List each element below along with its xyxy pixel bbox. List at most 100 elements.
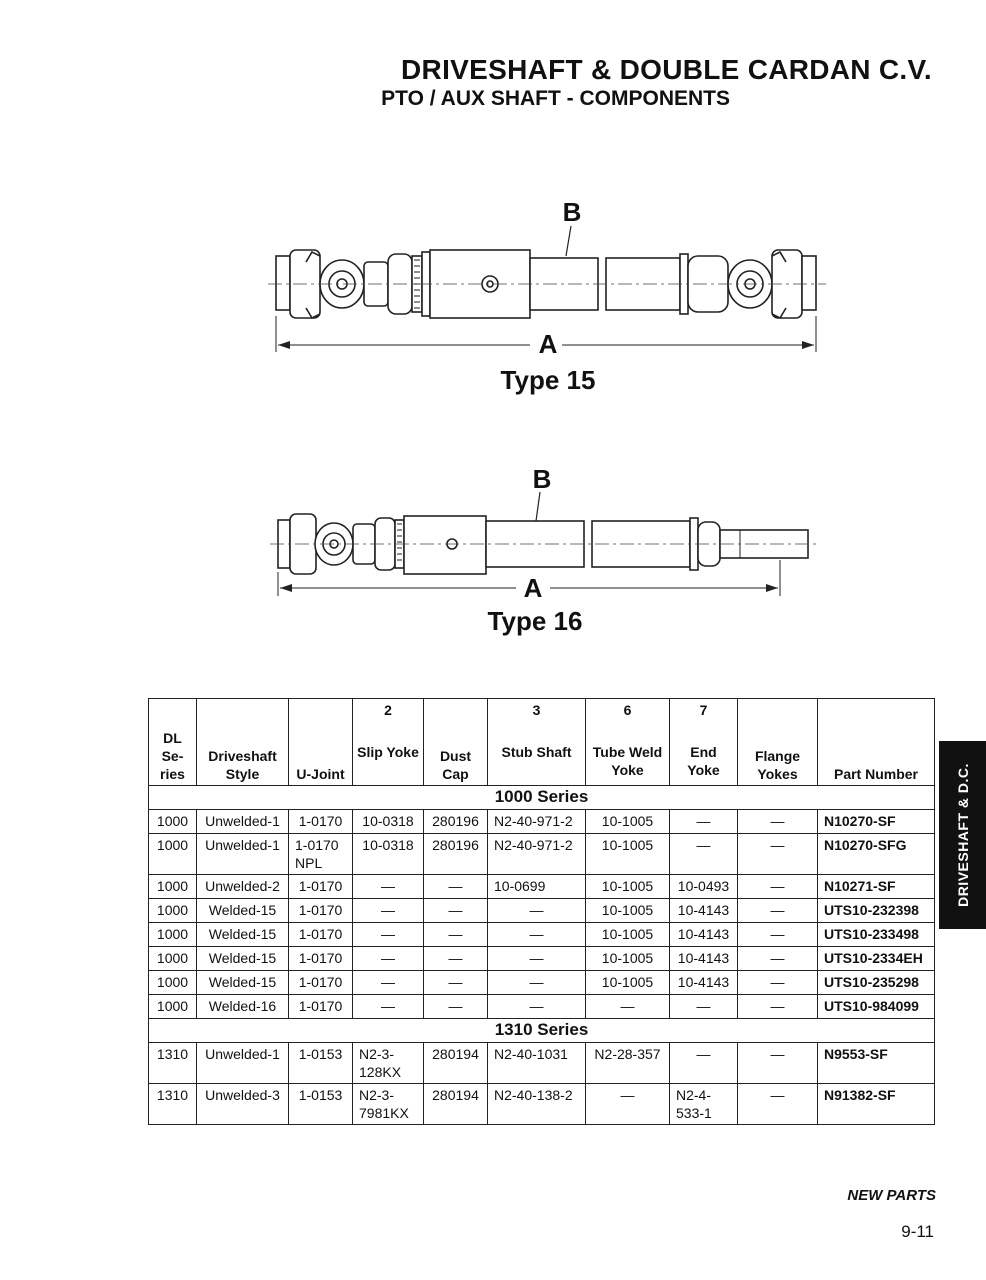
- column-callout-number: 3: [532, 702, 541, 718]
- table-cell: —: [352, 922, 424, 947]
- table-cell: Welded-15: [196, 970, 289, 995]
- table-cell: —: [423, 946, 488, 971]
- table-cell: —: [737, 874, 818, 899]
- section-tab-label: DRIVESHAFT & D.C.: [954, 763, 971, 907]
- table-cell: 10-1005: [585, 970, 670, 995]
- table-cell: Unwelded-1: [196, 1042, 289, 1084]
- table-cell: N2-40-1031: [487, 1042, 586, 1084]
- table-cell: 1-0153: [288, 1042, 353, 1084]
- table-cell: 10-1005: [585, 809, 670, 834]
- table-cell: —: [737, 946, 818, 971]
- table-cell: UTS10-235298: [817, 970, 935, 995]
- type-16-drawing: B A Type 16: [270, 464, 820, 636]
- table-cell: —: [423, 970, 488, 995]
- table-cell: —: [737, 1042, 818, 1084]
- column-label: DL Se- ries: [160, 730, 185, 782]
- table-cell: 10-0318: [352, 833, 424, 875]
- column-label: End Yoke: [687, 744, 720, 778]
- table-cell: —: [737, 970, 818, 995]
- table-cell: N2-40-971-2: [487, 833, 586, 875]
- table-cell: Unwelded-1: [196, 809, 289, 834]
- table-cell: —: [487, 922, 586, 947]
- table-cell: 1-0170: [288, 994, 353, 1019]
- table-cell: —: [737, 1083, 818, 1125]
- type-15-dimension-a: A: [539, 329, 558, 359]
- column-header: DL Se- ries: [148, 698, 197, 786]
- table-cell: Welded-15: [196, 922, 289, 947]
- column-label: Driveshaft Style: [208, 748, 277, 782]
- series-heading-row: 1310 Series: [148, 1018, 935, 1043]
- column-label: U-Joint: [296, 766, 345, 782]
- column-header: Dust Cap: [423, 698, 488, 786]
- table-cell: Unwelded-3: [196, 1083, 289, 1125]
- column-header: Part Number: [817, 698, 935, 786]
- table-cell: 10-0493: [669, 874, 738, 899]
- table-cell: N2-4- 533-1: [669, 1083, 738, 1125]
- table-cell: —: [352, 874, 424, 899]
- table-cell: Welded-16: [196, 994, 289, 1019]
- table-cell: 1000: [148, 898, 197, 923]
- table-cell: 1-0170: [288, 970, 353, 995]
- table-cell: N2-40-138-2: [487, 1083, 586, 1125]
- table-cell: Unwelded-2: [196, 874, 289, 899]
- table-cell: 10-1005: [585, 898, 670, 923]
- series-heading: 1310 Series: [148, 1018, 935, 1043]
- table-cell: N2-3- 7981KX: [352, 1083, 424, 1125]
- series-heading-row: 1000 Series: [148, 785, 935, 810]
- table-cell: 10-0318: [352, 809, 424, 834]
- table-cell: —: [737, 898, 818, 923]
- table-cell: N10271-SF: [817, 874, 935, 899]
- table-cell: N10270-SFG: [817, 833, 935, 875]
- table-cell: —: [737, 922, 818, 947]
- table-cell: UTS10-2334EH: [817, 946, 935, 971]
- table-cell: N2-28-357: [585, 1042, 670, 1084]
- type-16-caption: Type 16: [488, 606, 583, 636]
- table-cell: 10-4143: [669, 946, 738, 971]
- table-cell: UTS10-233498: [817, 922, 935, 947]
- type-15-caption: Type 15: [501, 365, 596, 395]
- table-cell: 280196: [423, 809, 488, 834]
- table-cell: 10-1005: [585, 922, 670, 947]
- table-cell: 1-0170: [288, 809, 353, 834]
- table-cell: 280196: [423, 833, 488, 875]
- table-cell: 1000: [148, 922, 197, 947]
- table-cell: —: [737, 809, 818, 834]
- table-cell: 1000: [148, 833, 197, 875]
- new-parts-note: NEW PARTS: [847, 1187, 936, 1204]
- table-cell: —: [487, 994, 586, 1019]
- column-label: Stub Shaft: [501, 744, 572, 760]
- table-cell: 280194: [423, 1042, 488, 1084]
- table-cell: 1-0170: [288, 922, 353, 947]
- table-cell: 1000: [148, 809, 197, 834]
- table-cell: —: [423, 922, 488, 947]
- table-cell: N91382-SF: [817, 1083, 935, 1125]
- table-cell: N9553-SF: [817, 1042, 935, 1084]
- table-cell: N10270-SF: [817, 809, 935, 834]
- table-cell: 10-1005: [585, 946, 670, 971]
- table-cell: —: [737, 833, 818, 875]
- table-cell: 1-0170 NPL: [288, 833, 353, 875]
- table-cell: —: [352, 946, 424, 971]
- table-cell: 280194: [423, 1083, 488, 1125]
- table-cell: UTS10-232398: [817, 898, 935, 923]
- table-cell: 1000: [148, 970, 197, 995]
- table-cell: —: [487, 970, 586, 995]
- column-label: Slip Yoke: [357, 744, 419, 760]
- table-cell: —: [423, 874, 488, 899]
- table-cell: 1000: [148, 946, 197, 971]
- type-15-dimension-b: B: [563, 197, 582, 227]
- table-cell: UTS10-984099: [817, 994, 935, 1019]
- type-15-drawing: B A Type 15: [268, 197, 826, 395]
- column-header: Flange Yokes: [737, 698, 818, 786]
- table-cell: —: [423, 898, 488, 923]
- table-cell: 10-1005: [585, 833, 670, 875]
- column-header: Driveshaft Style: [196, 698, 289, 786]
- column-label: Part Number: [833, 766, 919, 782]
- type-16-dimension-b: B: [533, 464, 552, 494]
